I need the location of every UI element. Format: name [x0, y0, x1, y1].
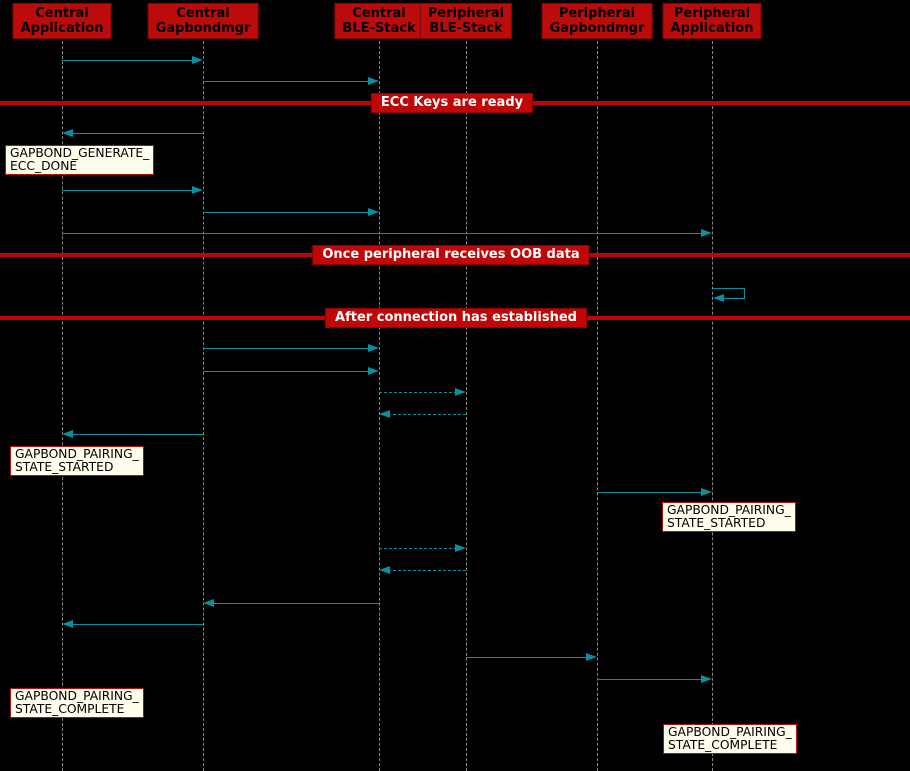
participant-label-line: Central [352, 6, 406, 21]
message-arrow-8 [203, 371, 370, 372]
lifeline-central-application [62, 36, 63, 771]
self-message-arrowhead [713, 294, 724, 302]
message-arrowhead-17 [586, 653, 597, 661]
message-arrow-2 [203, 81, 370, 82]
participant-label-line: Central [176, 6, 230, 21]
message-arrowhead-9 [455, 388, 466, 396]
message-arrow-13 [379, 548, 457, 549]
note-line: GAPBOND_GENERATE_ [10, 146, 150, 160]
message-arrow-18 [597, 679, 703, 680]
message-arrowhead-16 [62, 620, 73, 628]
message-arrowhead-3 [62, 129, 73, 137]
message-arrowhead-4 [192, 186, 203, 194]
self-message-top [712, 288, 744, 289]
participant-label-line: Gapbondmgr [155, 21, 251, 36]
participant-label-line: Central [35, 6, 89, 21]
message-arrow-7 [203, 348, 370, 349]
message-arrowhead-18 [701, 675, 712, 683]
message-arrowhead-15 [203, 599, 214, 607]
message-arrow-4 [62, 190, 194, 191]
message-arrow-3 [71, 133, 203, 134]
message-arrow-11 [71, 434, 203, 435]
lifeline-central-gapbondmgr [203, 36, 204, 771]
participant-label-line: BLE-Stack [342, 21, 416, 36]
message-arrow-10 [388, 414, 466, 415]
participant-label-line: Gapbondmgr [549, 21, 645, 36]
note-line: GAPBOND_PAIRING_ [668, 725, 792, 739]
message-arrowhead-2 [368, 77, 379, 85]
message-arrow-17 [466, 657, 588, 658]
participant-label-line: Peripheral [673, 6, 751, 21]
note-line: STATE_COMPLETE [668, 738, 778, 752]
lifeline-peripheral-application [712, 36, 713, 771]
note-line: STATE_COMPLETE [15, 702, 125, 716]
participant-label-line: Peripheral [427, 6, 505, 21]
message-arrow-16 [71, 624, 203, 625]
participant-label-line: Application [670, 21, 754, 36]
divider-label-2: Once peripheral receives OOB data [312, 245, 590, 265]
message-arrowhead-7 [368, 344, 379, 352]
message-arrow-1 [62, 60, 194, 61]
note-box-4: GAPBOND_PAIRING_STATE_COMPLETE [10, 688, 144, 718]
message-arrowhead-13 [455, 544, 466, 552]
message-arrowhead-10 [379, 410, 390, 418]
message-arrowhead-8 [368, 367, 379, 375]
note-line: STATE_STARTED [15, 460, 114, 474]
note-line: GAPBOND_PAIRING_ [15, 689, 139, 703]
note-line: GAPBOND_PAIRING_ [15, 447, 139, 461]
note-box-5: GAPBOND_PAIRING_STATE_COMPLETE [663, 724, 797, 754]
note-box-1: GAPBOND_GENERATE_ECC_DONE [5, 145, 155, 175]
divider-label-1: ECC Keys are ready [370, 93, 534, 113]
message-arrowhead-12 [701, 488, 712, 496]
message-arrow-14 [388, 570, 466, 571]
participant-label-line: Application [20, 21, 104, 36]
note-line: ECC_DONE [10, 159, 78, 173]
message-arrowhead-11 [62, 430, 73, 438]
message-arrowhead-5 [368, 208, 379, 216]
message-arrowhead-14 [379, 566, 390, 574]
self-message-bottom [723, 298, 744, 299]
lifeline-peripheral-gapbondmgr [597, 36, 598, 771]
note-line: STATE_STARTED [667, 516, 766, 530]
note-line: GAPBOND_PAIRING_ [667, 503, 791, 517]
lifeline-peripheral-ble-stack [466, 36, 467, 771]
self-message-right [744, 288, 745, 299]
message-arrow-5 [203, 212, 370, 213]
message-arrow-12 [597, 492, 703, 493]
participant-label-line: BLE-Stack [429, 21, 503, 36]
participant-label-line: Peripheral [558, 6, 636, 21]
message-arrow-15 [212, 603, 379, 604]
message-arrow-6 [62, 233, 703, 234]
message-arrow-9 [379, 392, 457, 393]
message-arrowhead-1 [192, 56, 203, 64]
note-box-2: GAPBOND_PAIRING_STATE_STARTED [10, 446, 144, 476]
divider-label-3: After connection has established [325, 308, 587, 328]
note-box-3: GAPBOND_PAIRING_STATE_STARTED [662, 502, 796, 532]
message-arrowhead-6 [701, 229, 712, 237]
lifeline-central-ble-stack [379, 36, 380, 771]
